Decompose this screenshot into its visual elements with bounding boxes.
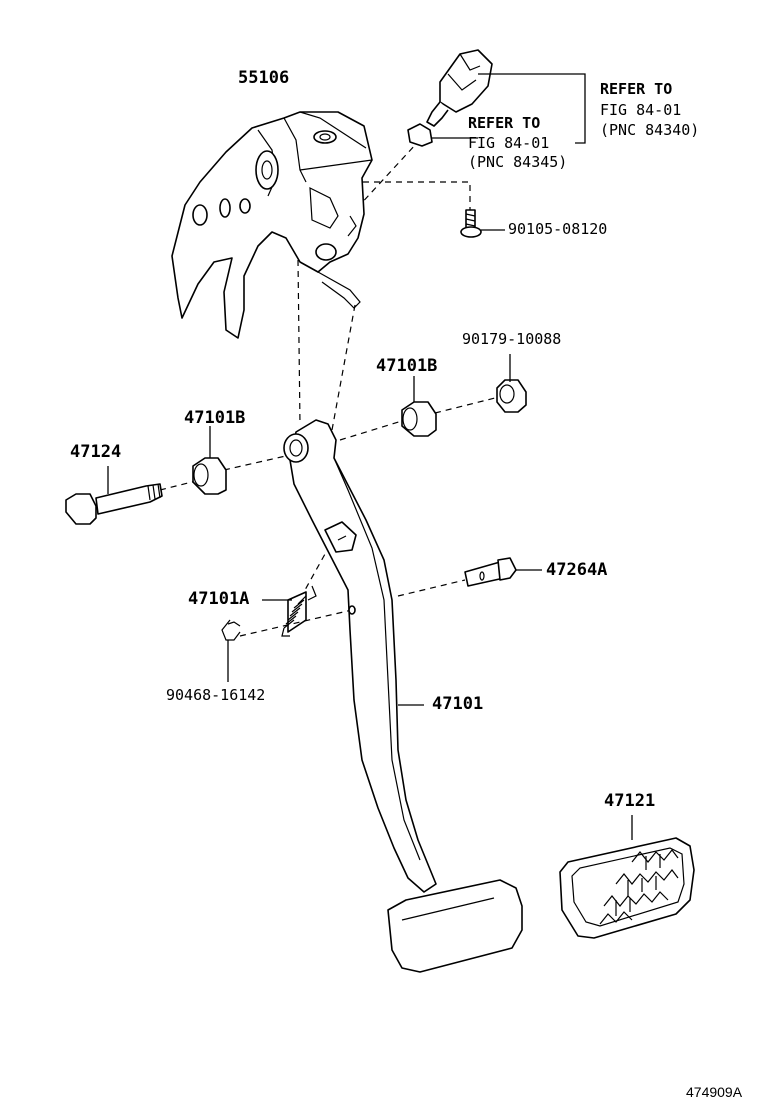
- cotter-clip: [221, 619, 241, 682]
- label-47101: 47101: [432, 694, 484, 714]
- label-clip-refer-3: (PNC 84345): [468, 153, 568, 171]
- label-90468-16142: 90468-16142: [166, 686, 266, 704]
- label-55106: 55106: [238, 68, 290, 88]
- figure-id: 474909A: [686, 1084, 743, 1100]
- return-spring: [262, 585, 317, 637]
- bushing-right: [401, 376, 437, 437]
- label-switch-refer-2: FIG 84-01: [600, 101, 682, 119]
- label-90105-08120: 90105-08120: [508, 220, 608, 238]
- clevis-pin: [464, 557, 542, 587]
- label-47264a: 47264A: [546, 560, 608, 580]
- label-90179-10088: 90179-10088: [462, 330, 562, 348]
- switch-clip: [407, 123, 478, 147]
- label-clip-refer-2: FIG 84-01: [468, 134, 550, 152]
- pivot-nut: [496, 354, 527, 413]
- pedal-pad-on-arm: [387, 879, 523, 973]
- label-47124: 47124: [70, 442, 122, 462]
- label-47101b-right: 47101B: [376, 356, 438, 376]
- pedal-pad: [559, 815, 695, 939]
- stop-lamp-switch: [426, 49, 586, 144]
- label-47101a: 47101A: [188, 589, 250, 609]
- label-switch-refer-1: REFER TO: [600, 80, 673, 98]
- bracket-bolt: [460, 209, 505, 238]
- pivot-bolt: [65, 466, 163, 525]
- pedal-arm: [283, 419, 437, 893]
- bushing-left: [192, 426, 227, 495]
- pedal-bracket: [171, 111, 373, 339]
- label-clip-refer-1: REFER TO: [468, 114, 541, 132]
- label-switch-refer-3: (PNC 84340): [600, 121, 700, 139]
- label-47101b-left: 47101B: [184, 408, 246, 428]
- label-47121: 47121: [604, 791, 656, 811]
